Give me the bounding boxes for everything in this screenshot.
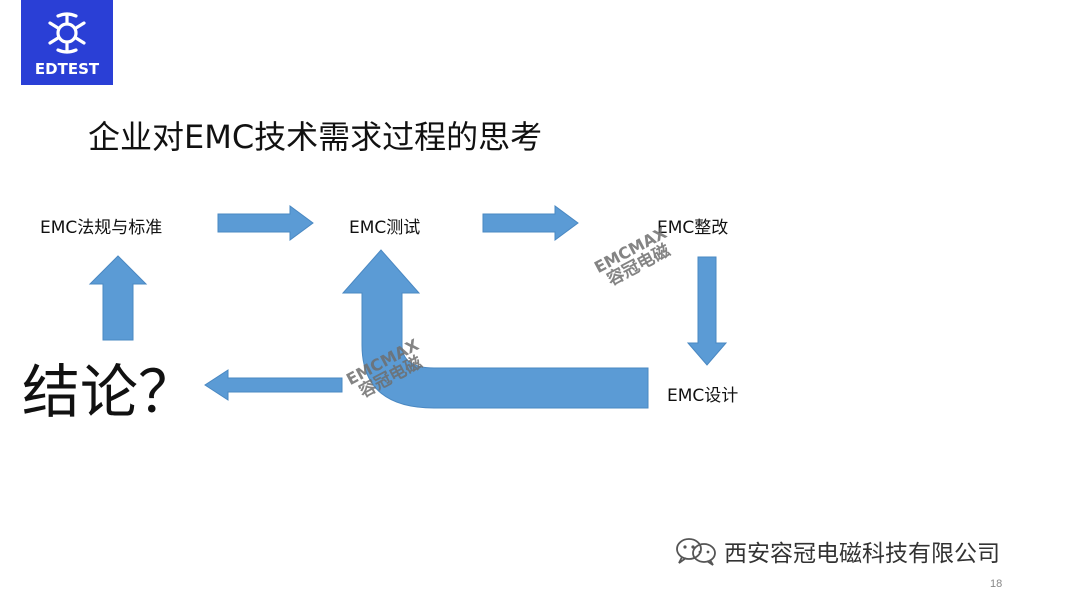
arrow-conclusion-to-standards <box>88 255 148 341</box>
node-standards: EMC法规与标准 <box>40 218 163 238</box>
node-design: EMC设计 <box>667 386 739 406</box>
logo-mark-icon <box>48 12 86 54</box>
node-conclusion: 结论？ <box>22 358 197 426</box>
edtest-logo: EDTEST <box>21 0 113 85</box>
page-number: 18 <box>990 578 1003 590</box>
arrow-design-to-testing <box>341 249 649 409</box>
node-testing: EMC测试 <box>349 218 421 238</box>
slide-title: 企业对EMC技术需求过程的思考 <box>88 118 543 156</box>
footer-company: 西安容冠电磁科技有限公司 <box>674 534 1000 568</box>
arrow-rectify-to-design <box>686 256 728 366</box>
arrow-to-conclusion <box>204 369 343 401</box>
wechat-icon <box>676 538 716 566</box>
arrow-testing-to-rectify <box>482 205 579 241</box>
logo-text: EDTEST <box>34 60 100 78</box>
company-name: 西安容冠电磁科技有限公司 <box>724 541 1000 567</box>
node-rectify: EMC整改 <box>657 218 729 238</box>
arrow-standards-to-testing <box>217 205 314 241</box>
